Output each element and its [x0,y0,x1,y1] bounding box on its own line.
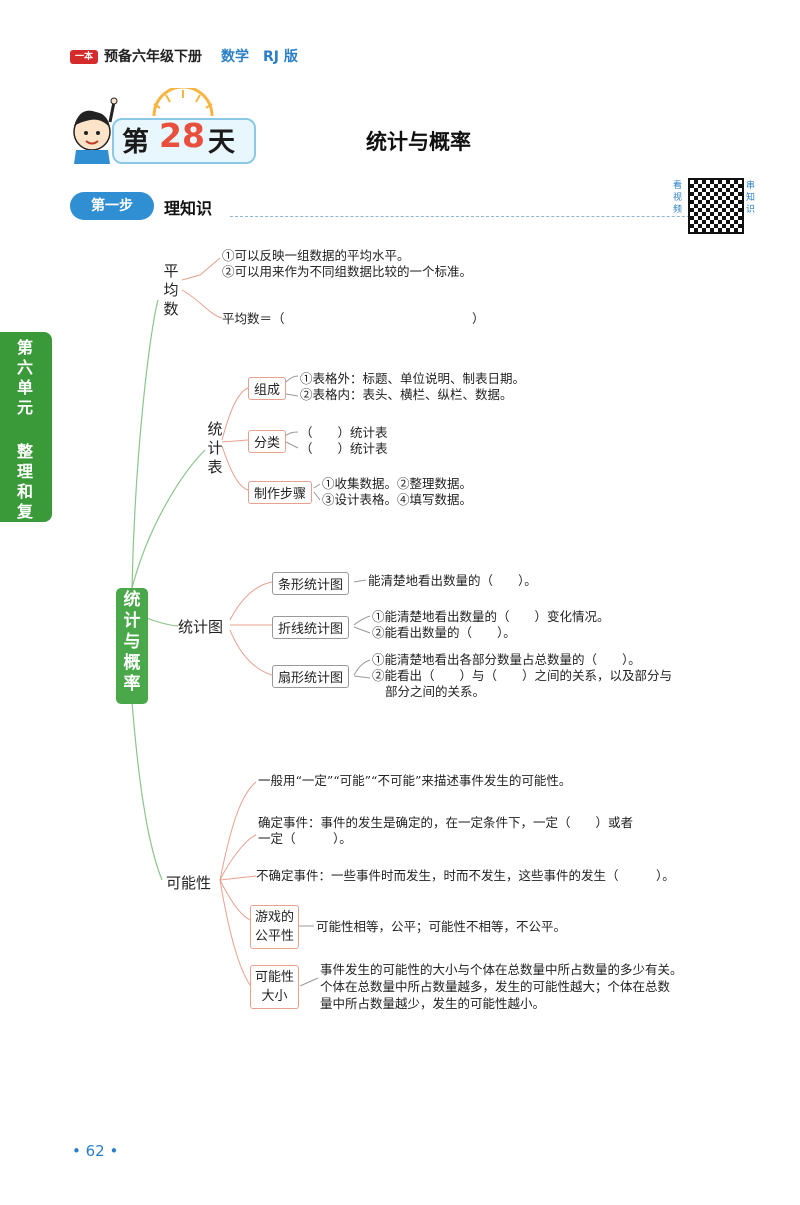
mindmap-root: 统计与概率 [116,588,148,704]
size-label-2: 大小 [261,989,288,1004]
average-formula: 平均数＝（ ） [222,311,485,326]
fairness-box: 游戏的 公平性 [250,905,300,949]
table-classify-line2: （ ）统计表 [300,441,388,456]
mascot-boy-icon [73,97,118,164]
possibility-desc: 一般用“一定”“可能”“不可能”来描述事件发生的可能性。 [258,773,572,788]
unit-side-tab [0,332,52,522]
table-classify-line1: （ ）统计表 [300,425,388,440]
edition-label: RJ 版 [263,49,298,65]
node-table: 统计表 [207,420,223,476]
size-line3: 量中所占数量越少，发生的可能性越小。 [320,996,546,1011]
chart-line-line1: ①能清楚地看出数量的（ ）变化情况。 [372,609,610,624]
step-title: 理知识 [164,199,213,218]
size-label-1: 可能性 [255,970,295,985]
fairness-label-1: 游戏的 [255,910,295,925]
chart-line-box: 折线统计图 [272,616,350,639]
fairness-label-2: 公平性 [255,929,295,944]
size-line2: 个体在总数量中所占数量越多，发生的可能性越大；个体在总数 [320,979,671,994]
page-number: • 62 • [72,1142,119,1160]
qr-label-right: 串知识 [745,181,755,215]
day-badge [112,118,256,164]
table-compose-line1: ①表格外：标题、单位说明、制表日期。 [300,371,526,386]
table-classify-box: 分类 [248,430,287,453]
chart-bar-line1: 能清楚地看出数量的（ ）。 [368,573,537,588]
table-steps-line2: ③设计表格。④填写数据。 [322,492,473,507]
table-steps-box: 制作步骤 [248,481,313,504]
day-suffix: 天 [208,127,235,158]
chart-pie-box: 扇形统计图 [272,665,350,688]
step-badge: 第一步 [70,192,154,220]
sun-rays-icon [152,88,214,117]
average-line2: ②可以用来作为不同组数据比较的一个标准。 [222,264,473,279]
page-title: 统计与概率 [366,130,471,154]
uncertain-event: 不确定事件：一些事件时而发生，时而不发生，这些事件的发生（ ）。 [256,868,675,883]
day-prefix: 第 [122,127,149,158]
size-line1: 事件发生的可能性的大小与个体在总数量中所占数量的多少有关。 [320,962,683,977]
unit-topic: 整理和复习 [16,442,33,541]
node-possibility: 可能性 [166,874,212,892]
table-compose-box: 组成 [248,377,287,400]
chart-pie-line1: ①能清楚地看出各部分数量占总数量的（ ）。 [372,652,641,667]
chart-bar-box: 条形统计图 [272,572,350,595]
average-line1: ①可以反映一组数据的平均水平。 [222,248,410,263]
size-box: 可能性 大小 [250,965,300,1009]
chart-line-line2: ②能看出数量的（ ）。 [372,625,516,640]
unit-label: 第六单元 [16,338,33,417]
certain-event-line2: 一定（ ）。 [258,831,352,846]
node-average: 平均数 [163,262,179,318]
brand-logo: 一本 [70,50,98,64]
certain-event-line1: 确定事件：事件的发生是确定的，在一定条件下，一定（ ）或者 [258,815,634,830]
qr-code-icon[interactable] [688,178,744,234]
table-compose-line2: ②表格内：表头、横栏、纵栏、数据。 [300,387,513,402]
chart-pie-line3: 部分之间的关系。 [385,684,486,699]
book-title: 预备六年级下册 [104,49,202,65]
subject-label: 数学 [221,49,249,65]
step-divider [230,216,740,217]
mindmap-root-label: 统计与概率 [123,590,141,694]
node-chart: 统计图 [178,618,224,636]
qr-label-left: 看视频 [672,181,682,215]
table-steps-line1: ①收集数据。②整理数据。 [322,476,473,491]
chart-pie-line2: ②能看出（ ）与（ ）之间的关系，以及部分与 [372,668,673,683]
fairness-text: 可能性相等，公平；可能性不相等，不公平。 [316,919,567,934]
day-number: 28 [159,116,205,155]
